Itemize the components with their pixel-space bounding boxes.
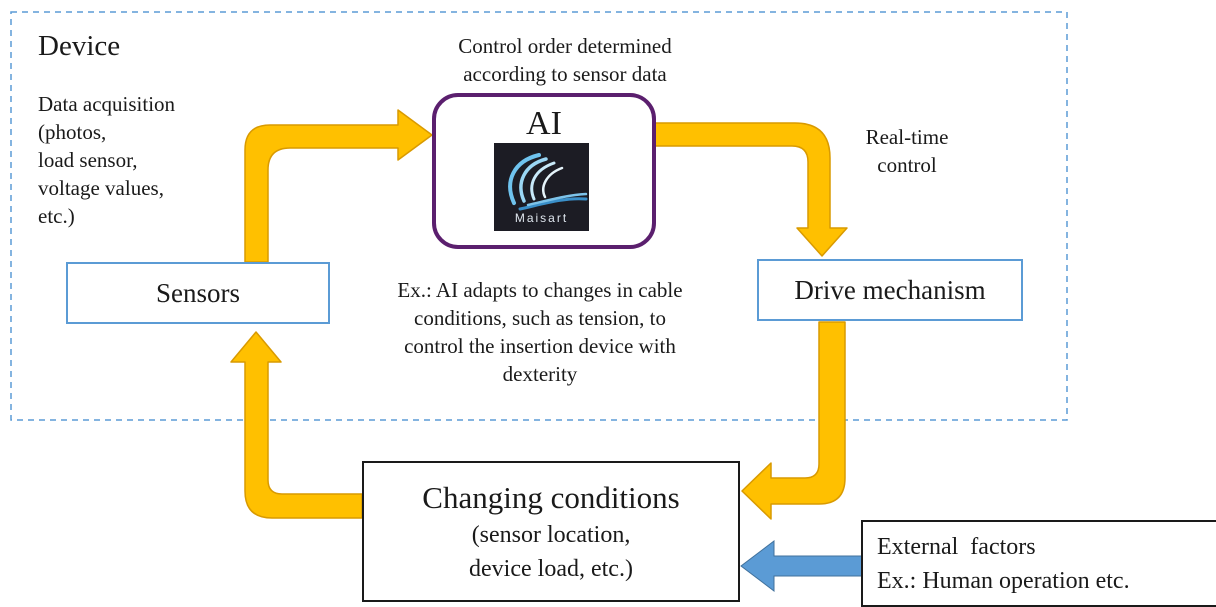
drive-mechanism-box: Drive mechanism	[757, 259, 1023, 321]
control-order-label: Control order determined according to se…	[400, 32, 730, 88]
data-acquisition-line: Data acquisition	[38, 92, 176, 116]
changing-conditions-line: device load, etc.)	[469, 555, 633, 582]
device-title: Device	[38, 30, 121, 62]
maisart-logo-icon	[508, 153, 588, 211]
arrow-drive-to-conditions	[741, 321, 846, 520]
ai-title: AI	[526, 105, 562, 142]
arrow-conditions-to-sensors	[230, 331, 363, 519]
maisart-logo: Maisart	[494, 143, 589, 231]
sensors-label: Sensors	[155, 277, 240, 308]
example-line: dexterity	[502, 362, 578, 386]
data-acquisition-line: load sensor,	[38, 148, 138, 172]
changing-conditions-title: Changing conditions	[422, 479, 680, 515]
changing-conditions-line: (sensor location,	[471, 521, 631, 548]
external-factors-box: External factors Ex.: Human operation et…	[861, 520, 1216, 607]
drive-mechanism-label: Drive mechanism	[794, 274, 986, 305]
data-acquisition-label: Data acquisition (photos, load sensor, v…	[38, 90, 238, 230]
data-acquisition-line: voltage values,	[38, 176, 164, 200]
changing-conditions-box: Changing conditions (sensor location, de…	[362, 461, 740, 602]
logo-text: Maisart	[514, 211, 569, 225]
example-line: control the insertion device with	[404, 334, 676, 358]
arrow-ai-to-drive	[654, 122, 848, 257]
device-boundary	[10, 11, 1068, 421]
example-line: Ex.: AI adapts to changes in cable	[397, 278, 683, 302]
real-time-label: Real-time control	[832, 123, 982, 179]
real-time-line: control	[877, 153, 937, 177]
real-time-line: Real-time	[865, 125, 949, 149]
control-order-line: Control order determined	[458, 34, 672, 58]
data-acquisition-line: etc.)	[38, 204, 75, 228]
external-factors-line: External factors	[877, 533, 1036, 560]
example-line: conditions, such as tension, to	[414, 306, 666, 330]
arrow-sensors-to-ai	[244, 109, 433, 263]
external-factors-line: Ex.: Human operation etc.	[877, 567, 1130, 594]
example-label: Ex.: AI adapts to changes in cable condi…	[340, 276, 740, 388]
sensors-box: Sensors	[66, 262, 330, 324]
arrow-external-to-conditions	[740, 539, 863, 593]
control-order-line: according to sensor data	[463, 62, 667, 86]
data-acquisition-line: (photos,	[38, 120, 107, 144]
